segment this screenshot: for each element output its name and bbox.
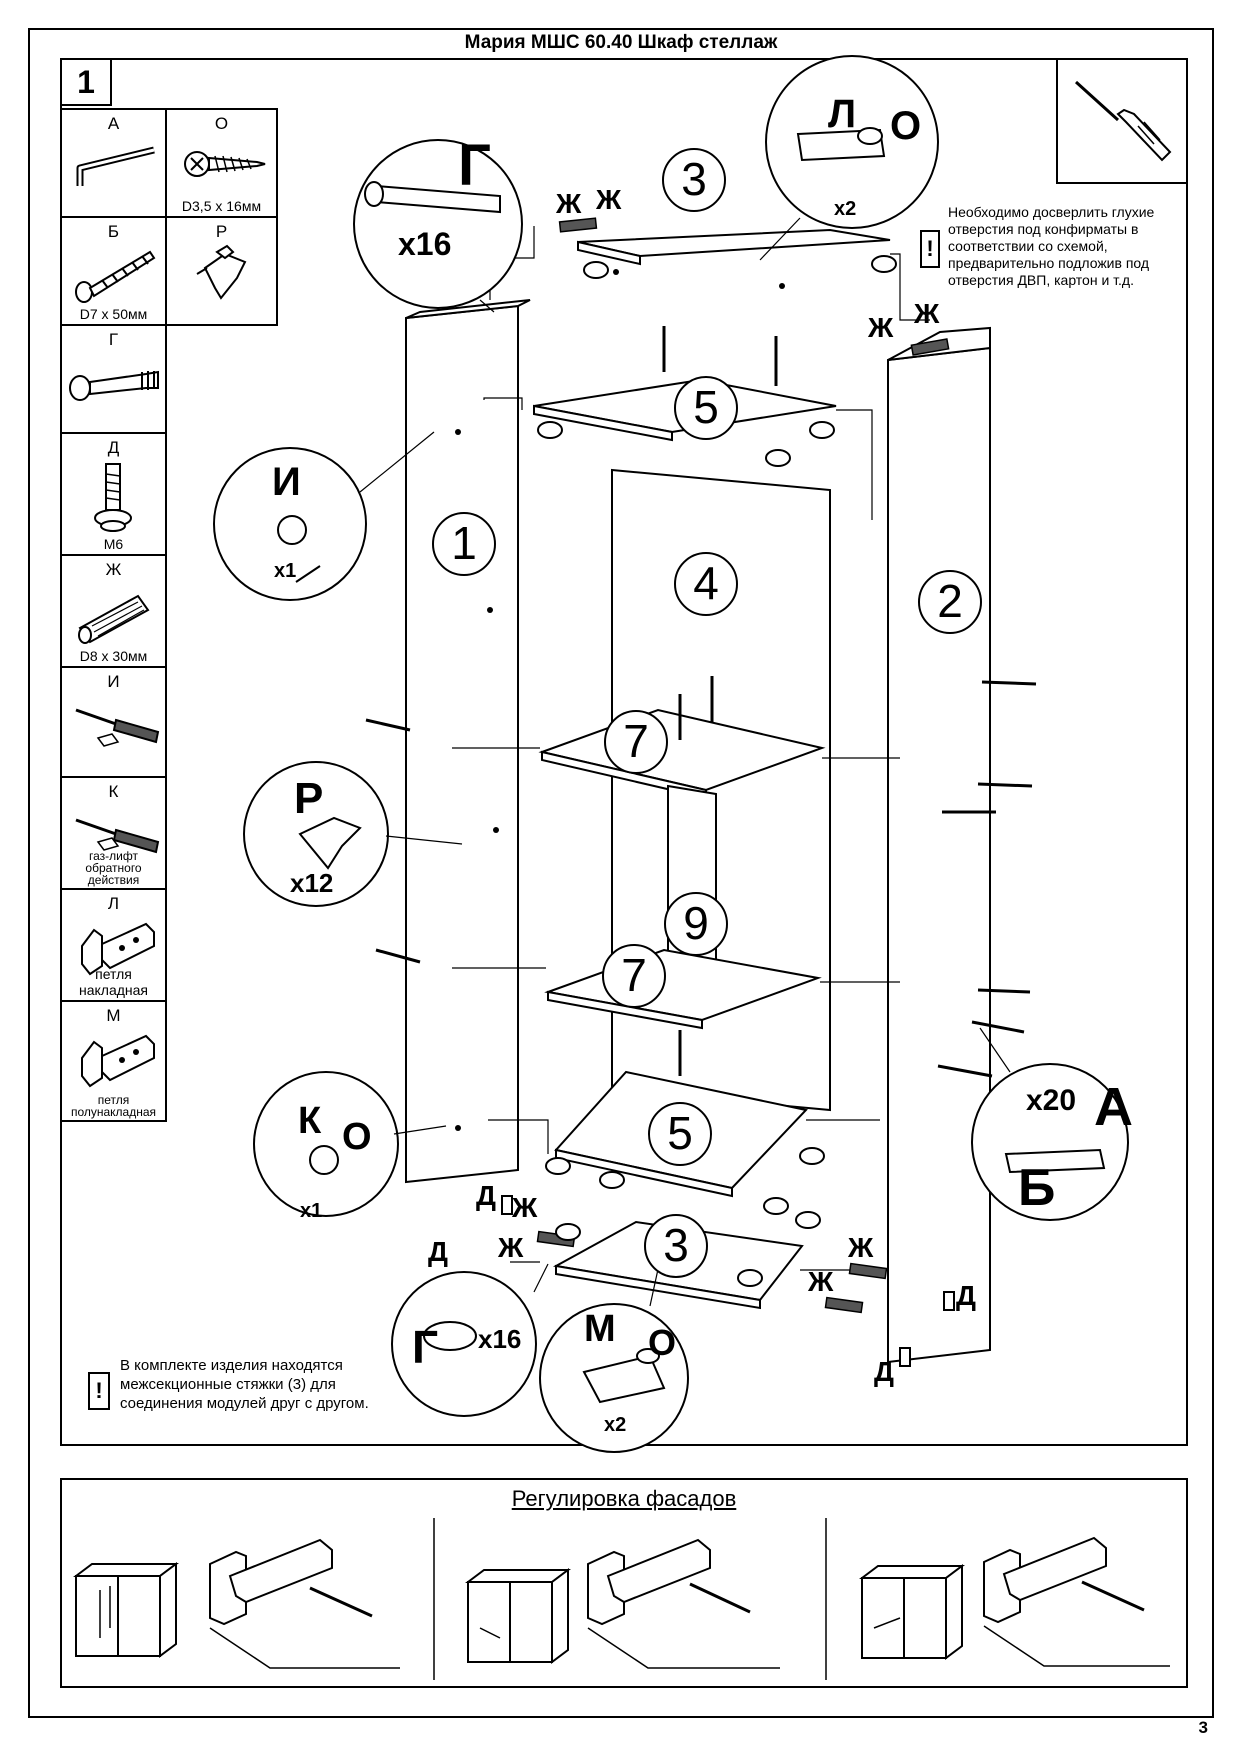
part-number-bottom-panel: 3	[663, 1219, 689, 1271]
callout-ab-qty: x20	[1026, 1084, 1077, 1117]
callout-i-qty: x1	[274, 560, 297, 582]
dowel-label: Ж	[808, 1266, 834, 1297]
fitting-letter: О	[214, 114, 229, 133]
fitting-k-cell: К газ-лифт обратного действия	[60, 776, 167, 890]
fitting-size: М6	[103, 536, 124, 552]
callout-r-qty: x12	[290, 868, 334, 898]
fitting-letter: Б	[107, 222, 120, 241]
eccentric-tie-icon	[69, 370, 159, 401]
callout-lo-l: Л	[828, 92, 857, 136]
part-number-shelf-top: 5	[693, 381, 719, 433]
part-number-top-panel: 3	[681, 153, 707, 205]
fitting-o-cell: О D3,5 x 16мм	[165, 108, 278, 218]
callout-g-top	[353, 139, 523, 309]
part-number-shelf-lower: 7	[621, 949, 647, 1001]
part-number-side-right: 2	[937, 575, 963, 627]
dowel-label: Ж	[914, 298, 940, 329]
foot-label: Д	[956, 1280, 976, 1311]
callout-g-top-letter: Г	[458, 133, 491, 198]
shelf-support-icon	[196, 244, 247, 300]
fitting-size: D7 x 50мм	[79, 306, 148, 322]
tool-box	[1056, 58, 1188, 184]
drill-note: Необходимо досверлить глухие отверстия п…	[948, 204, 1155, 288]
callout-r-letter: Р	[294, 774, 324, 823]
foot-label: Д	[476, 1180, 496, 1211]
callout-i-letter: И	[272, 460, 301, 504]
dowel-label: Ж	[512, 1192, 538, 1223]
callout-mo-qty: x2	[604, 1414, 627, 1436]
gas-lift-icon	[75, 708, 160, 747]
callout-mo-m: М	[584, 1308, 616, 1350]
fitting-l-cell: Л петля накладная	[60, 888, 167, 1002]
dowel-label: Ж	[596, 184, 622, 215]
fitting-m-cell: М петля полунакладная	[60, 1000, 167, 1122]
callout-ab	[971, 1063, 1129, 1221]
page-title: Мария МШС 60.40 Шкаф стеллаж	[464, 32, 778, 53]
foot-label: Д	[428, 1236, 448, 1267]
fitting-letter: И	[107, 672, 120, 691]
kit-note: В комплекте изделия находятся межсекцион…	[120, 1357, 369, 1412]
callout-lo-qty: x2	[834, 198, 857, 220]
half-overlay-hinge-icon	[81, 1034, 155, 1088]
fitting-size: газ-лифт обратного действия	[85, 849, 142, 887]
fitting-d-cell: Д М6	[60, 432, 167, 556]
foot-label: Д	[874, 1356, 894, 1387]
screw-icon	[184, 151, 266, 177]
adjustment-title: Регулировка фасадов	[511, 1486, 737, 1511]
fitting-size: петля полунакладная	[70, 1093, 157, 1119]
page-number: 3	[1198, 1718, 1208, 1737]
callout-ab-b: Б	[1018, 1159, 1056, 1217]
fitting-p-cell: Р	[165, 216, 278, 326]
adjustable-foot-icon	[94, 463, 132, 532]
dowel-label: Ж	[848, 1232, 874, 1263]
fitting-letter: К	[108, 782, 119, 801]
overlay-hinge-icon	[81, 922, 155, 976]
fitting-size: D3,5 x 16мм	[181, 198, 262, 214]
callout-ab-a: А	[1094, 1077, 1133, 1137]
reverse-gas-lift-icon	[75, 818, 160, 854]
callout-ko	[253, 1071, 399, 1217]
fitting-letter: А	[107, 114, 120, 133]
dowel-label: Ж	[868, 312, 894, 343]
fitting-size: D8 x 30мм	[79, 648, 148, 664]
dowel-label: Ж	[556, 188, 582, 219]
fitting-letter: Г	[108, 330, 119, 349]
fitting-i-cell: И	[60, 666, 167, 778]
part-number-divider: 9	[683, 897, 709, 949]
part-number-shelf-upper: 7	[623, 715, 649, 767]
callout-ko-o: О	[342, 1116, 372, 1158]
part-number-circles	[432, 148, 982, 1278]
adjustment-illustrations	[73, 1518, 1170, 1680]
fitting-g-cell: Г	[60, 324, 167, 434]
fitting-letter: Л	[107, 894, 120, 913]
callout-ko-qty: x1	[300, 1200, 323, 1222]
allen-key-icon	[76, 146, 155, 186]
step-number: 1	[60, 58, 112, 106]
fitting-b-cell: Б D7 x 50мм	[60, 216, 167, 326]
callout-g-bottom-letter: Г	[412, 1321, 439, 1373]
fitting-letter: М	[106, 1006, 121, 1025]
callout-lo-o: О	[890, 104, 922, 148]
dowel-icon	[78, 594, 150, 644]
part-number-back: 4	[693, 557, 719, 609]
fitting-letter: Ж	[105, 560, 122, 579]
callout-g-bottom-qty: x16	[478, 1324, 522, 1354]
part-number-shelf-bottom: 5	[667, 1107, 693, 1159]
callout-mo-o: О	[648, 1322, 677, 1363]
warning-icon: !	[920, 230, 940, 268]
fitting-size: петля накладная	[78, 966, 149, 998]
fitting-letter: Р	[215, 222, 228, 241]
screwdriver-icon	[1074, 80, 1172, 162]
adjustment-frame	[60, 1478, 1188, 1688]
warning-icon: !	[88, 1372, 110, 1410]
callout-ko-k: К	[298, 1100, 322, 1142]
fitting-letter: Д	[107, 438, 120, 457]
confirmat-screw-icon	[75, 250, 156, 303]
dowel-label: Ж	[498, 1232, 524, 1263]
page-frame	[28, 28, 1214, 1718]
callout-g-top-qty: x16	[398, 226, 452, 262]
fitting-zh-cell: Ж D8 x 30мм	[60, 554, 167, 668]
part-number-side-left: 1	[451, 517, 477, 569]
